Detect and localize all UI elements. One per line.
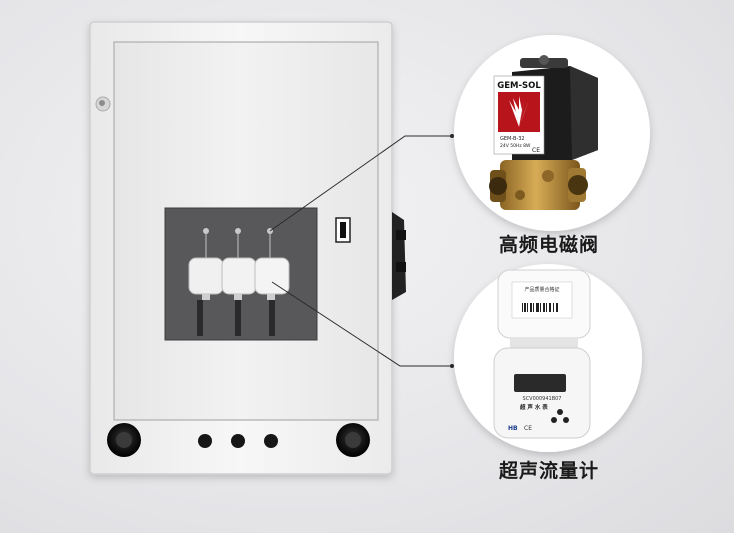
meter-ce-text: CE (524, 425, 532, 432)
side-fitting (392, 212, 406, 300)
inner-valve-1 (188, 257, 224, 295)
valve-rating-text: 24V 50Hz 8W (500, 143, 531, 149)
valve-callout: GEM-SOL GEM-B-32 24V 50Hz 8W CE (454, 35, 650, 231)
callout-lines (269, 135, 452, 367)
inner-valve-3 (254, 257, 290, 295)
viewing-window (164, 207, 318, 341)
meter-body-title: 超 声 水 表 (519, 403, 548, 411)
bottom-ports (107, 423, 370, 457)
small-port-2 (231, 434, 245, 448)
meter-leader-line (271, 281, 452, 367)
inner-valve-2 (221, 257, 257, 295)
valve-brand-text: GEM-SOL (497, 81, 541, 91)
meter-brand-logo: HB (508, 425, 518, 432)
cabinet-door (113, 41, 379, 421)
valve-ce-text: CE (532, 147, 540, 154)
small-port-3 (264, 434, 278, 448)
meter-display (514, 374, 566, 392)
valve-leader-line (269, 135, 452, 232)
meter-callout: 产品质量合格证 SCV000941B07 超 声 水 表 HB CE (454, 264, 642, 452)
meter-lid-title: 产品质量合格证 (524, 286, 559, 293)
meter-body (493, 347, 591, 439)
valve-logo-icon (509, 96, 529, 127)
meter-serial-text: SCV000941B07 (523, 396, 562, 402)
valve-caption: 高频电磁阀 (499, 234, 600, 256)
small-port-1 (198, 434, 212, 448)
valve-model-text: GEM-B-32 (500, 136, 525, 142)
meter-caption: 超声流量计 (499, 460, 600, 482)
